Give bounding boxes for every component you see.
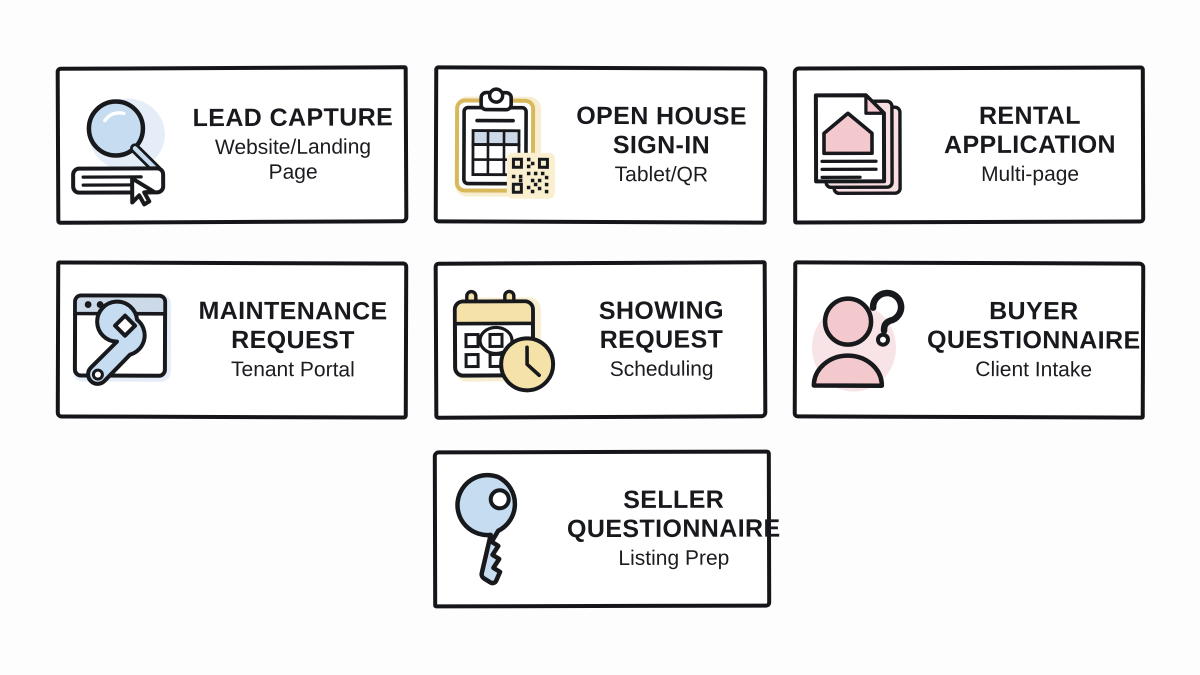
card-maintenance-request[interactable]: MAINTENANCE REQUEST Tenant Portal (55, 260, 409, 420)
card-text-showing-request: SHOWING REQUEST Scheduling (568, 296, 763, 383)
card-subtitle: Listing Prep (618, 546, 730, 571)
card-title: OPEN HOUSE SIGN-IN (576, 102, 747, 160)
magnifier-search-bar-cursor-icon (60, 85, 191, 207)
calendar-clock-icon (438, 280, 569, 401)
key-icon (437, 469, 567, 589)
browser-window-wrench-icon (60, 279, 190, 399)
card-rental-application[interactable]: RENTAL APPLICATION Multi-page (792, 65, 1146, 225)
card-title: MAINTENANCE REQUEST (198, 297, 388, 355)
person-question-mark-icon (797, 279, 927, 399)
card-text-seller-questionnaire: SELLER QUESTIONNAIRE Listing Prep (567, 486, 789, 572)
card-subtitle: Client Intake (975, 358, 1093, 382)
card-text-lead-capture: LEAD CAPTURE Website/Landing Page (190, 103, 404, 185)
card-text-rental-application: RENTAL APPLICATION Multi-page (927, 102, 1141, 188)
card-subtitle: Multi-page (981, 162, 1080, 187)
card-title: SHOWING REQUEST (598, 296, 724, 355)
card-seller-questionnaire[interactable]: SELLER QUESTIONNAIRE Listing Prep (432, 449, 781, 609)
card-text-buyer-questionnaire: BUYER QUESTIONNAIRE Client Intake (927, 297, 1149, 384)
document-stack-house-icon (797, 85, 927, 205)
card-title: BUYER QUESTIONNAIRE (926, 297, 1141, 355)
card-lead-capture[interactable]: LEAD CAPTURE Website/Landing Page (55, 65, 409, 225)
card-subtitle: Website/Landing Page (214, 135, 372, 184)
card-text-maintenance-request: MAINTENANCE REQUEST Tenant Portal (190, 297, 404, 383)
card-text-open-house-signin: OPEN HOUSE SIGN-IN Tablet/QR (568, 102, 763, 188)
card-title: LEAD CAPTURE (192, 103, 394, 133)
card-subtitle: Scheduling (609, 357, 714, 382)
card-subtitle: Tablet/QR (614, 163, 709, 187)
card-showing-request[interactable]: SHOWING REQUEST Scheduling (433, 260, 768, 420)
card-open-house-signin[interactable]: OPEN HOUSE SIGN-IN Tablet/QR (433, 65, 768, 225)
clipboard-qr-code-icon (438, 84, 568, 204)
card-subtitle: Tenant Portal (230, 358, 355, 382)
card-buyer-questionnaire[interactable]: BUYER QUESTIONNAIRE Client Intake (792, 260, 1149, 420)
card-title: RENTAL APPLICATION (943, 101, 1117, 160)
card-title: SELLER QUESTIONNAIRE (566, 485, 781, 544)
